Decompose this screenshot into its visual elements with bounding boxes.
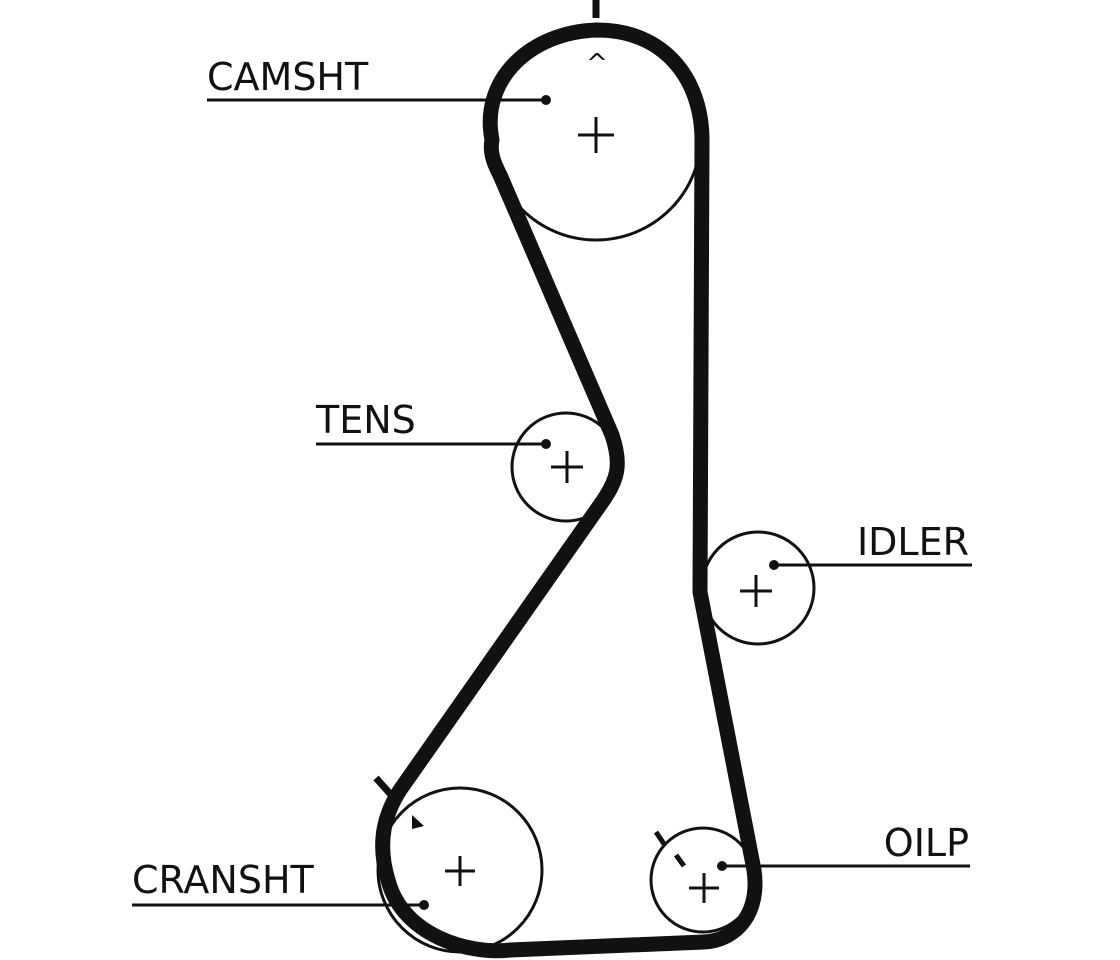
idler-center-mark	[740, 575, 772, 607]
idler-leader-dot	[769, 560, 779, 570]
crankshaft-leader-dot	[419, 900, 429, 910]
camshaft-mark-caret: ^	[586, 49, 608, 79]
tensioner-center-mark	[551, 451, 583, 483]
crankshaft-label: CRANSHT	[132, 858, 315, 902]
oil-pump-center-mark	[689, 873, 719, 903]
oil-pump-leader-dot	[717, 861, 727, 871]
idler-pulley	[700, 530, 816, 646]
oil-pump-timing-mark	[653, 830, 667, 846]
camshaft-label: CAMSHT	[207, 55, 369, 99]
oil-pump-timing-mark-2	[673, 853, 687, 868]
oil-pump-label: OILP	[884, 821, 969, 865]
crankshaft-arrow-icon	[412, 815, 424, 829]
idler-label: IDLER	[857, 520, 969, 564]
camshaft-center-mark	[578, 117, 614, 153]
camshaft-leader-dot	[541, 95, 551, 105]
crankshaft-timing-mark	[373, 775, 397, 801]
tensioner-label: TENS	[315, 398, 416, 442]
tensioner-leader-dot	[541, 439, 551, 449]
timing-belt	[375, 22, 763, 959]
crankshaft-center-mark	[445, 856, 475, 886]
